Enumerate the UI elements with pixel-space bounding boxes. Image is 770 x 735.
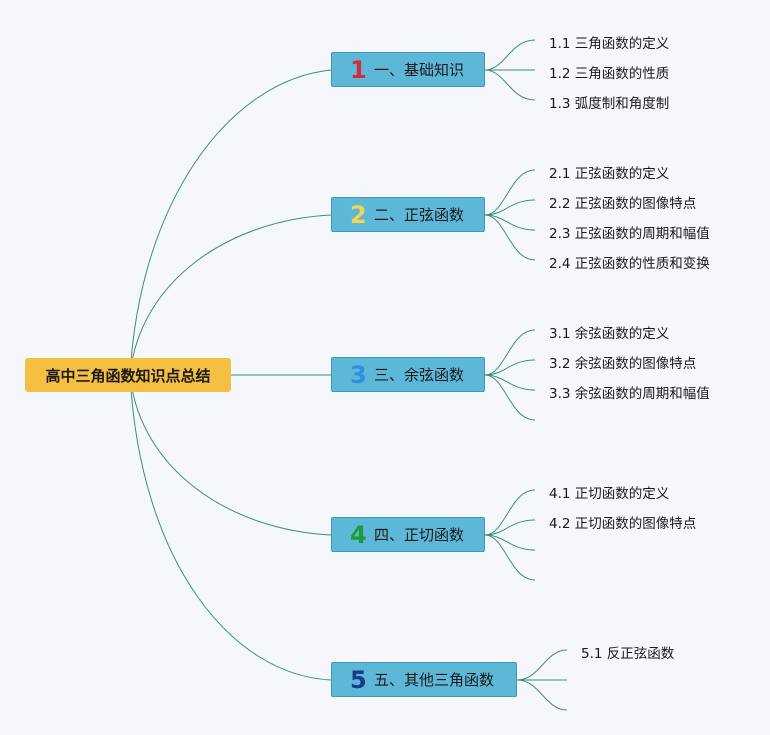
link-root-branch-5 [129,374,332,681]
leaf-2-4[interactable]: 2.4 正弦函数的性质和变换 [549,256,710,272]
branch-node-2[interactable]: 2 二、正弦函数 [331,197,485,232]
branch-label-5: 五、其他三角函数 [374,671,495,689]
leaf-4-2[interactable]: 4.2 正切函数的图像特点 [549,516,697,532]
branch-label-2: 二、正弦函数 [374,206,465,224]
link-root-branch-2 [129,214,332,376]
branch-node-1[interactable]: 1 一、基础知识 [331,52,485,87]
leaf-3-2[interactable]: 3.2 余弦函数的图像特点 [549,356,697,372]
branch-node-3[interactable]: 3 三、余弦函数 [331,357,485,392]
leaf-1-1[interactable]: 1.1 三角函数的定义 [549,36,670,52]
leaf-2-2[interactable]: 2.2 正弦函数的图像特点 [549,196,697,212]
branch-label-1: 一、基础知识 [374,61,465,79]
link-root-branch-4 [129,374,332,536]
branch-number-3: 3 [350,360,367,389]
branch-label-4: 四、正切函数 [374,526,465,544]
leaf-1-3[interactable]: 1.3 弧度制和角度制 [549,96,670,112]
branch-number-5: 5 [350,665,367,694]
leaf-1-2[interactable]: 1.2 三角函数的性质 [549,66,670,82]
leaf-3-1[interactable]: 3.1 余弦函数的定义 [549,326,670,342]
branch-number-1: 1 [350,55,367,84]
branch-number-2: 2 [350,200,367,229]
leaf-2-3[interactable]: 2.3 正弦函数的周期和幅值 [549,226,710,242]
leaf-4-1[interactable]: 4.1 正切函数的定义 [549,486,670,502]
branch-label-3: 三、余弦函数 [374,366,465,384]
branch-node-4[interactable]: 4 四、正切函数 [331,517,485,552]
leaf-5-1[interactable]: 5.1 反正弦函数 [581,646,675,662]
root-label: 高中三角函数知识点总结 [45,366,211,385]
branch-number-4: 4 [350,520,367,549]
link-root-branch-1 [129,69,332,376]
branch-node-5[interactable]: 5 五、其他三角函数 [331,662,517,697]
leaf-3-3[interactable]: 3.3 余弦函数的周期和幅值 [549,386,710,402]
root-node[interactable]: 高中三角函数知识点总结 [25,358,231,392]
leaf-2-1[interactable]: 2.1 正弦函数的定义 [549,166,670,182]
